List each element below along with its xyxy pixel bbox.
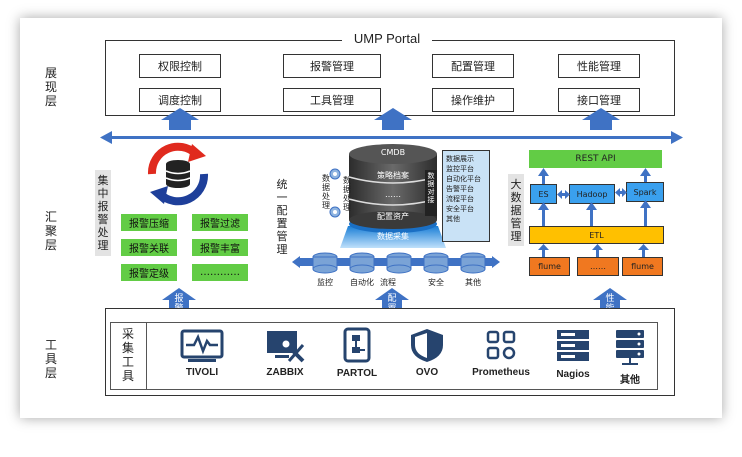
data-process-label-a: 数据处理 xyxy=(322,174,330,210)
tool-tivoli[interactable]: TIVOLI xyxy=(167,329,237,378)
etl-box[interactable]: ETL xyxy=(529,226,664,244)
portal-title: UMP Portal xyxy=(342,31,432,49)
arrow-up-alarm xyxy=(162,288,196,314)
tool-name: PARTOL xyxy=(336,368,378,379)
tool-partol[interactable]: PARTOL xyxy=(322,326,392,379)
cmdb-database-icon xyxy=(340,144,446,248)
server-stack-icon xyxy=(616,330,644,365)
layer-label-aggregation: 汇聚层 xyxy=(44,210,57,252)
arrow-up-performance xyxy=(593,288,627,314)
platform-item: 监控平台 xyxy=(446,165,474,173)
tool-name: Nagios xyxy=(556,369,590,380)
screen-wrench-icon xyxy=(267,331,305,363)
portal-item-config[interactable]: 配置管理 xyxy=(432,54,514,78)
tool-name: 其他 xyxy=(620,375,640,386)
tool-nagios[interactable]: Nagios xyxy=(538,327,608,380)
alarm-enrich-button[interactable]: 报警丰富 xyxy=(192,239,248,256)
portal-item-ops[interactable]: 操作维护 xyxy=(432,88,514,112)
layer-label-display: 展现层 xyxy=(44,66,57,108)
platform-item: 告警平台 xyxy=(446,185,474,193)
tool-name: ZABBIX xyxy=(266,367,304,378)
arrow-up-config xyxy=(375,288,409,314)
flowchart-icon xyxy=(343,327,371,363)
cmdb-strategy: 策略档案 xyxy=(377,171,409,180)
portal-item-performance[interactable]: 性能管理 xyxy=(558,54,640,78)
tool-name: TIVOLI xyxy=(185,367,219,378)
arrow-up-bigdata-portal xyxy=(582,108,620,130)
data-interface-label: 数据对接 xyxy=(425,170,437,216)
source-monitor: 监控 xyxy=(317,278,333,287)
platform-item: 自动化平台 xyxy=(446,175,481,183)
gear-icon xyxy=(329,168,341,218)
layer-label-tools: 工具层 xyxy=(44,338,57,380)
architecture-diagram: 展现层 汇聚层 工具层 UMP Portal 权限控制 报警管理 配置管理 性能… xyxy=(20,18,722,418)
cmdb-collect: 数据采集 xyxy=(377,232,409,241)
server-rack-icon xyxy=(557,330,589,361)
shield-icon xyxy=(411,329,443,362)
arrow-up-alarm-portal xyxy=(161,108,199,130)
config-vertical-label: 统一配置管理 xyxy=(273,174,291,260)
platform-item: 安全平台 xyxy=(446,205,474,213)
connector-arrows xyxy=(100,108,683,314)
portal-item-permission[interactable]: 权限控制 xyxy=(139,54,221,78)
source-other: 其他 xyxy=(465,278,481,287)
bigdata-vertical-label: 大数据管理 xyxy=(508,174,524,246)
tool-name: OVO xyxy=(415,367,439,378)
cmdb-dots: …… xyxy=(385,190,401,199)
data-process-label-b: 数据处理 xyxy=(343,176,351,212)
double-arrow-horizontal xyxy=(100,131,683,144)
cmdb-assets: 配置资产 xyxy=(377,212,409,221)
tool-prometheus[interactable]: Prometheus xyxy=(461,327,541,378)
alarm-filter-button[interactable]: 报警过滤 xyxy=(192,214,248,231)
platform-item: 数据展示 xyxy=(446,155,474,163)
tools-label-cell xyxy=(111,323,147,389)
arrow-up-config-portal xyxy=(374,108,412,130)
portal-item-alarm[interactable]: 报警管理 xyxy=(283,54,381,78)
flume-dots-box[interactable]: …… xyxy=(577,257,619,276)
flume-box-2[interactable]: flume xyxy=(622,257,663,276)
spark-box[interactable]: Spark xyxy=(626,182,664,202)
flume-box-1[interactable]: flume xyxy=(529,257,570,276)
tool-other[interactable]: 其他 xyxy=(595,327,665,386)
source-automation: 自动化 xyxy=(350,278,374,287)
platform-item: 流程平台 xyxy=(446,195,474,203)
tools-vertical-label: 采集工具 xyxy=(122,327,135,383)
grid-nodes-icon xyxy=(486,330,516,360)
alarm-more-button[interactable]: ………… xyxy=(192,264,248,281)
monitor-pulse-icon xyxy=(180,329,224,362)
source-security: 安全 xyxy=(428,278,444,287)
portal-item-interface[interactable]: 接口管理 xyxy=(558,88,640,112)
tool-ovo[interactable]: OVO xyxy=(392,327,462,378)
alarm-correlate-button[interactable]: 报警关联 xyxy=(121,239,177,256)
platform-list: 数据展示 监控平台 自动化平台 告警平台 流程平台 安全平台 其他 xyxy=(442,150,490,242)
platform-item: 其他 xyxy=(446,215,460,223)
cycle-database-icon xyxy=(147,142,209,206)
portal-item-tools[interactable]: 工具管理 xyxy=(283,88,381,112)
source-process: 流程 xyxy=(380,278,396,287)
alarm-compress-button[interactable]: 报警压缩 xyxy=(121,214,177,231)
alarm-grade-button[interactable]: 报警定级 xyxy=(121,264,177,281)
alarm-vertical-label: 集中报警处理 xyxy=(95,170,111,256)
rest-api-box[interactable]: REST API xyxy=(529,150,662,168)
cmdb-title: CMDB xyxy=(380,148,406,157)
tool-name: Prometheus xyxy=(472,367,530,378)
data-source-bar xyxy=(292,252,500,274)
bigdata-flow-arrows xyxy=(538,168,651,257)
tool-zabbix[interactable]: ZABBIX xyxy=(250,327,320,378)
